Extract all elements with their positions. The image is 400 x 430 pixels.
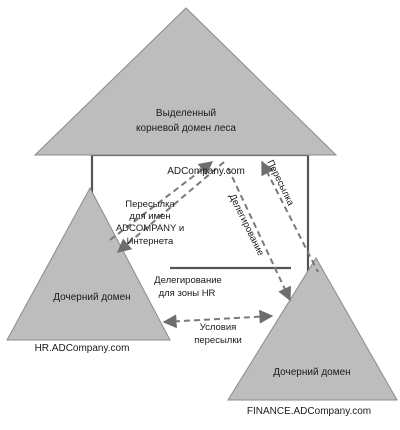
root-domain-label-line2: корневой домен леса bbox=[136, 123, 236, 134]
svg-text:Интернета: Интернета bbox=[127, 236, 174, 247]
dashed-arrows bbox=[109, 160, 319, 329]
hr-child-domain-label: Дочерний домен bbox=[53, 292, 130, 303]
hr-domain-name: HR.ADCompany.com bbox=[35, 343, 130, 354]
svg-text:ADCOMPANY и: ADCOMPANY и bbox=[116, 223, 184, 234]
root-domain-name: ADCompany.com bbox=[167, 166, 245, 177]
delegation-finance-label: Делегирование bbox=[226, 192, 266, 258]
root-domain-triangle bbox=[33, 7, 338, 156]
forwarding-names-label: Пересылка для имен ADCOMPANY и Интернета bbox=[116, 199, 184, 247]
finance-domain-name: FINANCE.ADCompany.com bbox=[247, 406, 371, 417]
svg-text:для зоны HR: для зоны HR bbox=[159, 288, 216, 299]
conditional-forwarding-arrow bbox=[162, 309, 274, 329]
delegation-arrow-root-to-finance bbox=[227, 167, 291, 302]
delegation-arrow-root-to-hr bbox=[116, 161, 225, 253]
svg-text:Условия: Условия bbox=[200, 322, 237, 333]
forwarding-arrow-hr-to-root bbox=[109, 161, 214, 241]
finance-child-domain-triangle bbox=[227, 257, 398, 401]
forwarding-arrow-finance-to-root bbox=[261, 160, 319, 273]
forwarding-finance-label: Пересылка bbox=[264, 158, 296, 208]
root-domain-label-line1: Выделенный bbox=[156, 108, 216, 119]
hr-child-domain-triangle bbox=[6, 186, 171, 341]
svg-text:для имен: для имен bbox=[129, 211, 170, 222]
finance-child-domain-label: Дочерний домен bbox=[273, 367, 350, 378]
svg-text:Делегирование: Делегирование bbox=[154, 275, 222, 286]
delegation-hr-label: Делегирование для зоны HR bbox=[154, 275, 222, 299]
svg-text:Пересылка: Пересылка bbox=[125, 199, 175, 210]
conditional-forwarding-label: Условия пересылки bbox=[194, 322, 242, 346]
svg-text:пересылки: пересылки bbox=[194, 335, 242, 346]
